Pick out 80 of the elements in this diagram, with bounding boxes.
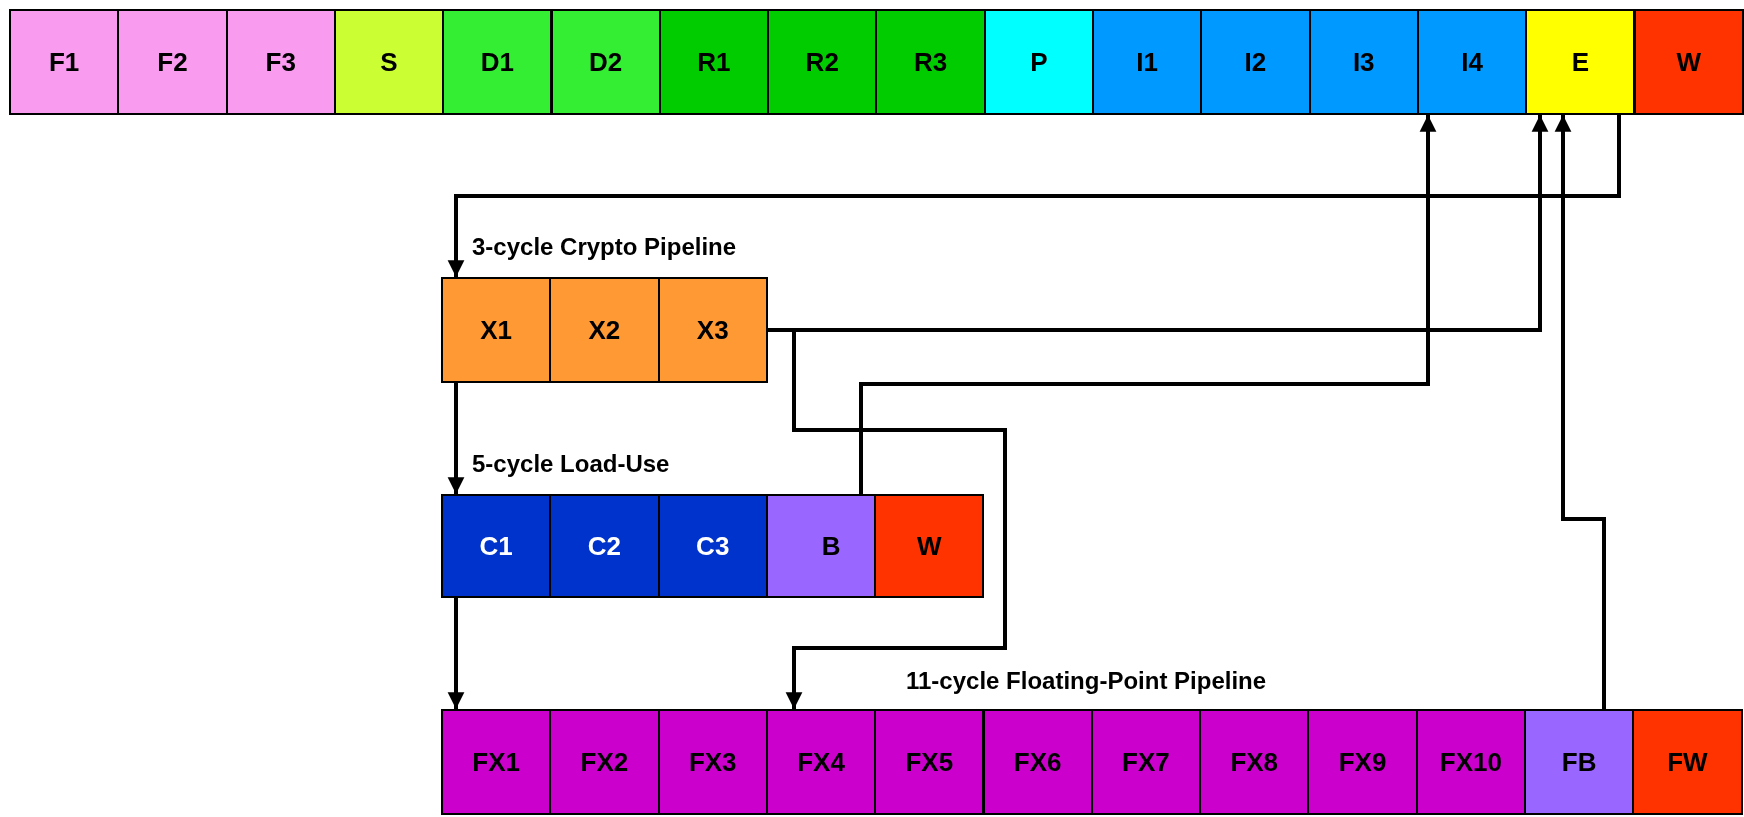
pipeline-stage-box: [9, 9, 120, 115]
stage-label: R1: [697, 46, 731, 78]
pipeline-stage-box: [874, 494, 985, 598]
stage-label: FX2: [580, 746, 629, 778]
stage-label: FX8: [1230, 746, 1279, 778]
stage-label: FX1: [472, 746, 520, 778]
pipeline-stage-box: [875, 9, 986, 115]
pipeline-title: 5-cycle Load-Use: [472, 452, 670, 476]
stage-label: FX10: [1439, 746, 1502, 778]
pipeline-stage-box: [1633, 9, 1744, 115]
stage-label: C1: [479, 530, 513, 562]
pipeline-title: 3-cycle Crypto Pipeline: [472, 235, 737, 259]
stage-label: S: [380, 46, 398, 78]
pipeline-stage-box: [1415, 709, 1526, 815]
pipeline-stage-box: [657, 709, 768, 815]
stage-label: E: [1571, 46, 1589, 78]
stage-label: F3: [265, 46, 296, 78]
stage-label: X1: [480, 314, 513, 346]
pipeline-stage-box: [657, 494, 768, 598]
pipeline-stage-box: [767, 9, 878, 115]
pipeline-stage-box: [1308, 9, 1419, 115]
pipeline-stage-box: [442, 9, 553, 115]
pipeline-stage-box: [1199, 709, 1310, 815]
pipeline-stage-box: [441, 709, 552, 815]
pipeline-stage-box: [874, 709, 985, 815]
arrow: [1554, 115, 1606, 709]
stage-label: FX5: [905, 746, 954, 778]
pipeline-stage-box: [225, 9, 336, 115]
stage-label: FB: [1561, 746, 1597, 778]
pipeline-stage-box: [765, 709, 877, 815]
pipeline-stage-box: [983, 9, 1094, 115]
pipeline-stage-box: [657, 277, 768, 383]
pipeline-stage-box: [117, 9, 228, 115]
stage-label: W: [917, 530, 942, 562]
stage-label: C2: [587, 530, 622, 562]
stage-label: FW: [1667, 746, 1708, 778]
pipeline-stage-box: [1525, 9, 1636, 115]
stage-label: R3: [913, 46, 948, 78]
stage-label: I2: [1244, 46, 1267, 78]
stage-label: FX9: [1338, 746, 1387, 778]
pipeline-stage-box: [1307, 709, 1418, 815]
stage-label: D1: [480, 46, 514, 78]
pipeline-stage-box: [550, 9, 661, 115]
stage-label: I3: [1352, 46, 1375, 78]
pipeline-stage-box: [549, 277, 660, 383]
pipeline-stage-box: [1092, 9, 1203, 115]
pipeline-stage-box: [441, 494, 552, 598]
pipeline-stage-box: [441, 277, 552, 383]
stage-label: FX6: [1013, 746, 1062, 778]
pipeline-stage-box: [549, 709, 660, 815]
pipeline-stage-box: [1524, 709, 1635, 815]
pipeline-title: 11-cycle Floating-Point Pipeline: [906, 669, 1267, 693]
stage-label: I4: [1461, 46, 1483, 78]
pipeline-stage-box: [1090, 709, 1202, 815]
stage-label: X2: [588, 314, 621, 346]
stage-label: F2: [157, 46, 188, 78]
stage-label: I1: [1136, 46, 1158, 78]
stage-label: P: [1030, 46, 1048, 78]
arrow: [447, 598, 465, 709]
stage-label: F1: [48, 46, 80, 78]
pipeline-stage-box: [333, 9, 445, 115]
pipeline-stage-box: [765, 494, 877, 598]
stage-label: X3: [696, 314, 729, 346]
stage-label: B: [821, 530, 841, 562]
pipeline-stage-box: [1632, 709, 1743, 815]
arrow: [859, 115, 1437, 494]
stage-label: FX4: [797, 746, 845, 778]
pipeline-stage-box: [1416, 9, 1528, 115]
pipeline-stage-box: [982, 709, 1093, 815]
stage-label: C3: [696, 530, 730, 562]
pipeline-stage-box: [658, 9, 770, 115]
arrow: [447, 115, 1621, 277]
stage-label: W: [1676, 46, 1701, 78]
pipeline-stage-box: [549, 494, 660, 598]
stage-label: R2: [805, 46, 839, 78]
arrow: [447, 383, 465, 494]
stage-label: FX3: [688, 746, 737, 778]
stage-label: D2: [589, 46, 623, 78]
stage-label: FX7: [1122, 746, 1170, 778]
pipeline-stage-box: [1200, 9, 1311, 115]
